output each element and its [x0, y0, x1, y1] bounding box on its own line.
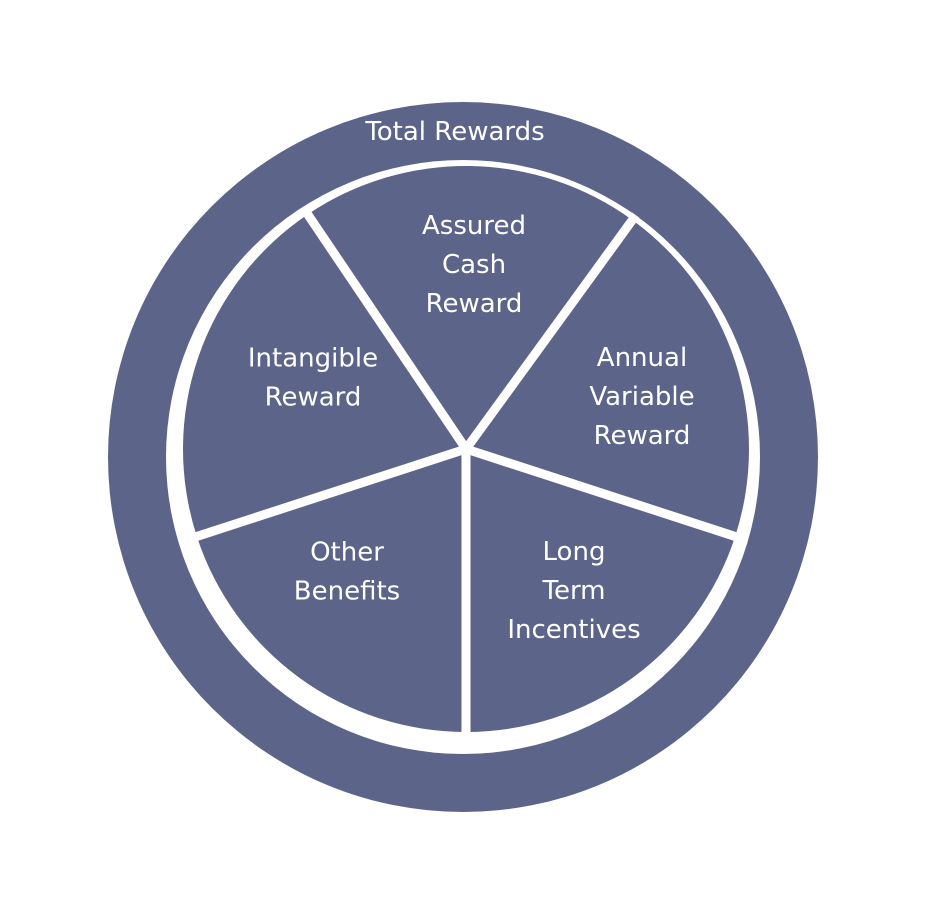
label-line: Benefits [294, 577, 400, 607]
pie-segments [183, 165, 749, 732]
segment-long-term-incentives [466, 449, 736, 732]
segment-separator [464, 444, 743, 543]
label-line: Reward [265, 383, 362, 413]
segment-separator [300, 206, 470, 452]
label-line: Cash [442, 250, 506, 280]
segment-separator [462, 212, 640, 452]
ring-title: Total Rewards [364, 117, 544, 147]
label-line: Assured [422, 211, 526, 241]
segment-other-benefits [196, 449, 466, 732]
segment-intangible-reward [183, 214, 466, 537]
label-line: Annual [597, 343, 687, 373]
label-line: Term [541, 576, 605, 606]
segment-annual-variable-reward [466, 220, 749, 537]
segment-separators [189, 206, 743, 738]
label-line: Reward [426, 289, 523, 319]
label-line: Intangible [248, 344, 378, 374]
label-line: Long [543, 537, 606, 567]
label-line: Reward [594, 421, 691, 451]
label-line: Incentives [507, 615, 640, 645]
label-line: Other [310, 538, 384, 568]
segment-separator [189, 444, 468, 543]
label-line: Variable [589, 382, 694, 412]
segment-assured-cash-reward [307, 165, 633, 449]
